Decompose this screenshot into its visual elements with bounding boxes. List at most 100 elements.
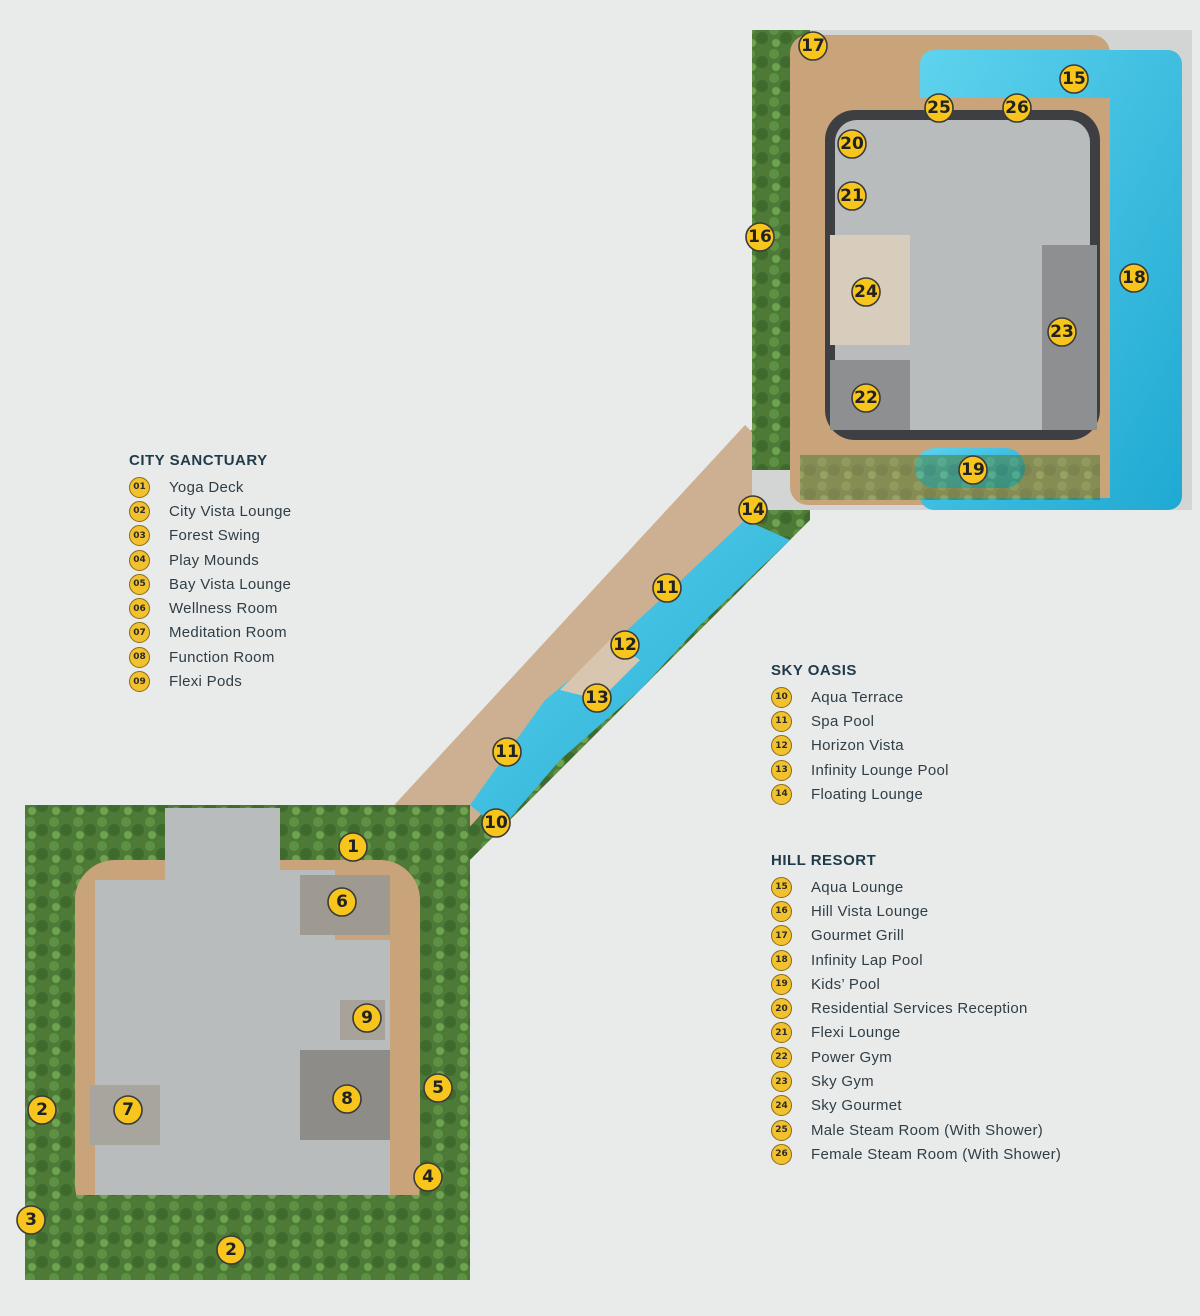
legend-number: 15	[771, 876, 792, 898]
legend-label: Infinity Lap Pool	[811, 951, 923, 969]
marker-11-upper[interactable]: 11	[652, 573, 682, 603]
legend-number: 22	[771, 1046, 792, 1068]
marker-24[interactable]: 24	[851, 277, 881, 307]
marker-1[interactable]: 1	[338, 832, 368, 862]
legend-label: Function Room	[169, 648, 275, 666]
legend-label: Infinity Lounge Pool	[811, 761, 949, 779]
legend-row[interactable]: 08 Function Room	[129, 645, 489, 669]
legend-label: Sky Gourmet	[811, 1097, 902, 1115]
marker-26[interactable]: 26	[1002, 93, 1032, 123]
legend-row[interactable]: 06 Wellness Room	[129, 596, 489, 620]
marker-23[interactable]: 23	[1047, 317, 1077, 347]
legend-label: Sky Gym	[811, 1073, 874, 1091]
legend-number: 13	[771, 759, 792, 781]
marker-14[interactable]: 14	[738, 495, 768, 525]
legend-label: Floating Lounge	[811, 785, 924, 803]
legend-row[interactable]: 23 Sky Gym	[771, 1069, 1151, 1093]
legend-label: Gourmet Grill	[811, 927, 905, 945]
marker-18-label: 18	[1122, 268, 1146, 288]
legend-number: 10	[771, 686, 792, 708]
legend-number: 21	[771, 1022, 792, 1044]
marker-2-west-label: 2	[36, 1100, 48, 1120]
marker-12[interactable]: 12	[610, 630, 640, 660]
legend-label: Forest Swing	[169, 527, 261, 545]
legend-row[interactable]: 18 Infinity Lap Pool	[771, 948, 1151, 972]
hill-resort-block	[752, 30, 1192, 510]
marker-2-south[interactable]: 2	[216, 1235, 246, 1265]
marker-2-west[interactable]: 2	[27, 1095, 57, 1125]
marker-8[interactable]: 8	[332, 1084, 362, 1114]
legend-row[interactable]: 24 Sky Gourmet	[771, 1094, 1151, 1118]
legend-label: Aqua Lounge	[811, 878, 904, 896]
marker-15-label: 15	[1062, 69, 1086, 89]
legend-label: City Vista Lounge	[169, 502, 292, 520]
legend-number: 24	[771, 1095, 792, 1117]
marker-21[interactable]: 21	[837, 181, 867, 211]
legend-label: Wellness Room	[169, 600, 278, 618]
legend-label: Meditation Room	[169, 624, 287, 642]
marker-19[interactable]: 19	[958, 455, 988, 485]
marker-13-label: 13	[585, 688, 609, 708]
marker-10[interactable]: 10	[481, 808, 511, 838]
marker-10-label: 10	[484, 813, 508, 833]
legend-label: Male Steam Room (With Shower)	[811, 1121, 1044, 1139]
marker-18[interactable]: 18	[1119, 263, 1149, 293]
legend-row[interactable]: 20 Residential Services Reception	[771, 996, 1151, 1020]
legend-label: Female Steam Room (With Shower)	[811, 1145, 1062, 1163]
marker-6[interactable]: 6	[327, 887, 357, 917]
marker-25[interactable]: 25	[924, 93, 954, 123]
marker-3[interactable]: 3	[16, 1205, 46, 1235]
legend-row[interactable]: 17 Gourmet Grill	[771, 924, 1151, 948]
legend-number: 08	[129, 646, 150, 668]
marker-4[interactable]: 4	[413, 1162, 443, 1192]
marker-19-label: 19	[961, 460, 985, 480]
marker-9[interactable]: 9	[352, 1003, 382, 1033]
marker-5[interactable]: 5	[423, 1073, 453, 1103]
legend-row[interactable]: 10 Aqua Terrace	[771, 685, 1131, 709]
legend-number: 23	[771, 1071, 792, 1093]
legend-label: Power Gym	[811, 1048, 893, 1066]
legend-row[interactable]: 15 Aqua Lounge	[771, 875, 1151, 899]
marker-15[interactable]: 15	[1059, 64, 1089, 94]
legend-number: 17	[771, 925, 792, 947]
marker-20-label: 20	[840, 134, 864, 154]
marker-14-label: 14	[741, 500, 765, 520]
marker-22[interactable]: 22	[851, 383, 881, 413]
legend-label: Aqua Terrace	[811, 688, 904, 706]
marker-3-label: 3	[25, 1210, 37, 1230]
legend-row[interactable]: 25 Male Steam Room (With Shower)	[771, 1118, 1151, 1142]
legend-number: 05	[129, 573, 150, 595]
legend-number: 06	[129, 598, 150, 620]
legend-row[interactable]: 22 Power Gym	[771, 1045, 1151, 1069]
legend-title-hill-resort: HILL RESORT	[771, 852, 877, 869]
legend-number: 20	[771, 998, 792, 1020]
legend-label: Residential Services Reception	[811, 1000, 1028, 1018]
marker-26-label: 26	[1005, 98, 1029, 118]
legend-row[interactable]: 13 Infinity Lounge Pool	[771, 758, 1131, 782]
marker-16[interactable]: 16	[745, 222, 775, 252]
marker-17[interactable]: 17	[798, 31, 828, 61]
legend-number: 25	[771, 1119, 792, 1141]
marker-20[interactable]: 20	[837, 129, 867, 159]
legend-label: Horizon Vista	[811, 737, 904, 755]
legend-number: 18	[771, 949, 792, 971]
marker-7[interactable]: 7	[113, 1095, 143, 1125]
marker-13[interactable]: 13	[582, 683, 612, 713]
marker-11-lower[interactable]: 11	[492, 737, 522, 767]
